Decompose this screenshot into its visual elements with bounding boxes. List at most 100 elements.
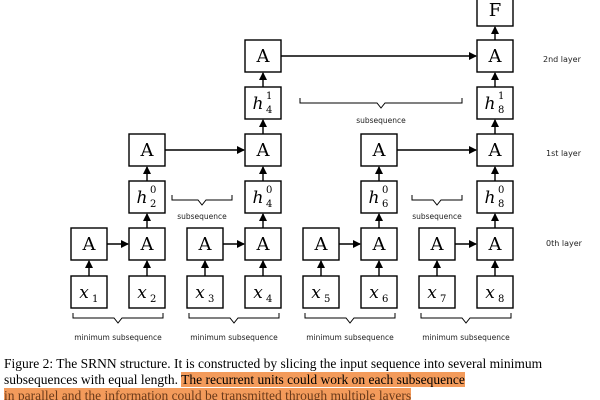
recurrent-unit-box — [302, 227, 340, 261]
recurrent-unit-box — [128, 227, 166, 261]
svg-text:3: 3 — [208, 294, 214, 305]
svg-text:5: 5 — [324, 294, 330, 305]
svg-text:h: h — [253, 188, 264, 208]
input-box — [186, 275, 224, 309]
svg-text:6: 6 — [382, 199, 388, 210]
final-output-label: F — [489, 0, 502, 21]
subsequence-brace — [299, 98, 463, 109]
svg-text:8: 8 — [498, 294, 504, 305]
hidden-state-box — [360, 180, 398, 214]
recurrent-unit-box — [360, 133, 398, 167]
caption-highlight: The recurrent units could work on each s… — [181, 372, 465, 387]
svg-text:0: 0 — [498, 185, 504, 196]
recurrent-unit-label: A — [82, 234, 97, 255]
svg-text:h: h — [253, 94, 264, 114]
recurrent-unit-label: A — [314, 234, 329, 255]
svg-text:4: 4 — [266, 199, 272, 210]
layer-label-2nd: 2nd layer — [543, 55, 582, 64]
svg-text:x: x — [485, 283, 495, 303]
svg-text:x: x — [427, 283, 437, 303]
recurrent-unit-box — [70, 227, 108, 261]
recurrent-unit-label: A — [430, 234, 445, 255]
recurrent-unit-label: A — [140, 234, 155, 255]
hidden-state-box — [244, 180, 282, 214]
svg-text:6: 6 — [382, 294, 388, 305]
recurrent-unit-label: A — [256, 140, 271, 161]
svg-text:h: h — [485, 188, 496, 208]
input-box — [70, 275, 108, 309]
caption-lead: Figure 2: The SRNN structure. It is cons… — [4, 356, 543, 387]
recurrent-unit-box — [418, 227, 456, 261]
hidden-state-box — [476, 86, 514, 120]
minimum-subsequence-brace — [188, 313, 280, 324]
recurrent-unit-box — [476, 133, 514, 167]
hidden-state-box — [244, 86, 282, 120]
svg-text:x: x — [137, 283, 147, 303]
watermark: 知乎 @知天易 — [478, 377, 561, 392]
recurrent-unit-box — [128, 133, 166, 167]
svg-text:1: 1 — [92, 294, 98, 305]
input-box — [244, 275, 282, 309]
svg-text:1: 1 — [498, 91, 504, 102]
recurrent-unit-label: A — [488, 46, 503, 67]
svg-text:1: 1 — [266, 91, 272, 102]
input-box — [418, 275, 456, 309]
minimum-subsequence-label: minimum subsequence — [190, 333, 278, 342]
svg-text:0: 0 — [150, 185, 156, 196]
svg-text:0: 0 — [266, 185, 272, 196]
minimum-subsequence-brace — [72, 313, 164, 324]
svg-text:4: 4 — [266, 294, 272, 305]
minimum-subsequence-label: minimum subsequence — [74, 333, 162, 342]
final-output-box — [476, 0, 514, 27]
recurrent-unit-box — [244, 39, 282, 73]
caption-cut-line: in parallel and the information could be… — [4, 388, 412, 400]
svg-text:2: 2 — [150, 199, 156, 210]
input-box — [302, 275, 340, 309]
recurrent-unit-box — [476, 39, 514, 73]
recurrent-unit-label: A — [488, 234, 503, 255]
layer-label-1st: 1st layer — [546, 149, 582, 158]
recurrent-unit-box — [244, 133, 282, 167]
figure-caption: Figure 2: The SRNN structure. It is cons… — [4, 356, 596, 400]
svg-text:x: x — [195, 283, 205, 303]
subsequence-brace — [411, 195, 463, 206]
hidden-state-box — [128, 180, 166, 214]
minimum-subsequence-label: minimum subsequence — [422, 333, 510, 342]
svg-text:h: h — [369, 188, 380, 208]
svg-text:x: x — [311, 283, 321, 303]
input-box — [476, 275, 514, 309]
input-box — [360, 275, 398, 309]
minimum-subsequence-brace — [420, 313, 512, 324]
svg-text:0: 0 — [382, 185, 388, 196]
svg-text:x: x — [79, 283, 89, 303]
recurrent-unit-label: A — [140, 140, 155, 161]
svg-text:h: h — [137, 188, 148, 208]
svg-text:4: 4 — [266, 105, 272, 116]
recurrent-unit-label: A — [372, 234, 387, 255]
svg-text:8: 8 — [498, 105, 504, 116]
recurrent-unit-box — [244, 227, 282, 261]
svg-text:h: h — [485, 94, 496, 114]
svg-text:x: x — [253, 283, 263, 303]
svg-text:7: 7 — [440, 294, 446, 305]
recurrent-unit-label: A — [198, 234, 213, 255]
subsequence-brace — [171, 195, 233, 206]
subsequence-label: subsequence — [356, 116, 406, 125]
hidden-state-box — [476, 180, 514, 214]
layer-label-0th: 0th layer — [546, 239, 583, 248]
recurrent-unit-label: A — [256, 234, 271, 255]
svg-text:x: x — [369, 283, 379, 303]
